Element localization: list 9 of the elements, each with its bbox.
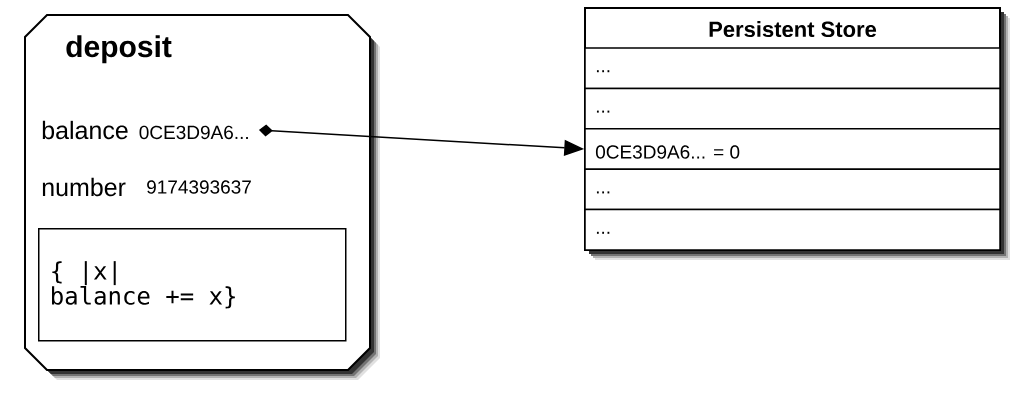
table-row: ... — [584, 47, 1001, 90]
table-row: 0CE3D9A6... = 0 — [584, 128, 1001, 170]
table-row: ... — [584, 168, 1001, 211]
table-row: ... — [584, 87, 1001, 130]
code-box: { |x| balance += x} — [38, 228, 347, 342]
field-name: number — [42, 177, 126, 197]
field-value: 9174393637 — [147, 180, 251, 194]
table-row: ... — [584, 208, 1001, 251]
field-row: balance 0CE3D9A6... — [42, 120, 248, 140]
